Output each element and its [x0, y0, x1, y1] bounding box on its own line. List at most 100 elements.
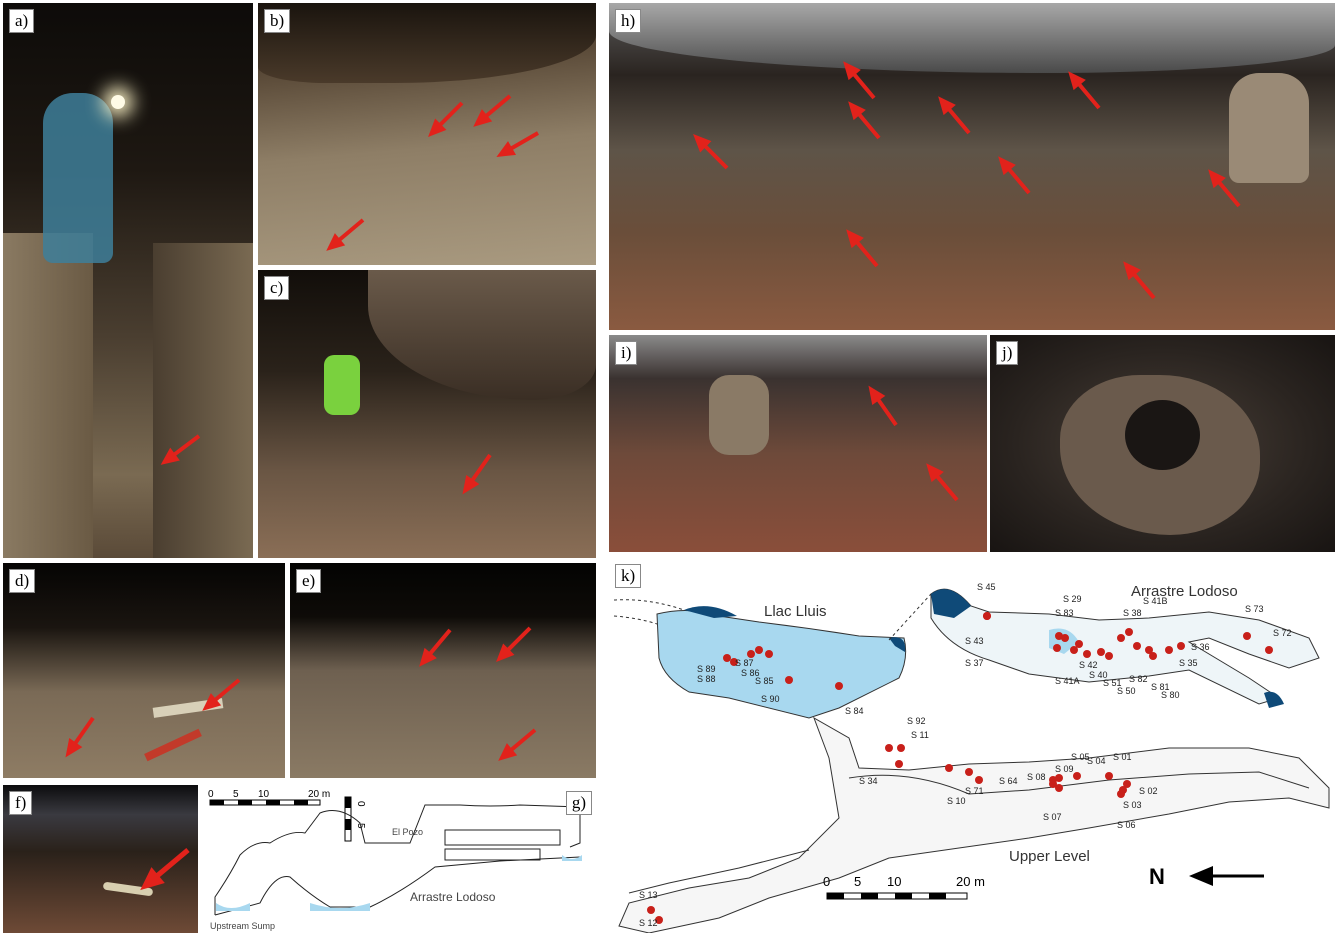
red-arrow: [861, 381, 900, 428]
station-label: S 82: [1129, 674, 1148, 684]
station-label: S 51: [1103, 678, 1122, 688]
headlamp: [111, 95, 125, 109]
scale-tick-label: 5: [233, 789, 239, 800]
station-label: S 06: [1117, 820, 1136, 830]
station-label: S 08: [1027, 772, 1046, 782]
rock-wall-left: [3, 233, 93, 558]
scale-tick-label: 20 m: [308, 789, 330, 800]
station-label: S 84: [845, 706, 864, 716]
station-label: S 83: [1055, 608, 1074, 618]
north-arrow: N: [1149, 864, 1264, 889]
caver-figure: [43, 93, 113, 263]
photo-panel-e: e): [290, 563, 596, 778]
station-dot: [1097, 648, 1105, 656]
station-label: S 40: [1089, 670, 1108, 680]
station-label: S 43: [965, 636, 984, 646]
section-panel-g: 0 5 10 20 m 0 5 El Pozo Arrastre Lodoso …: [200, 785, 596, 933]
photo-panel-i: i): [609, 335, 987, 552]
station-dot: [1177, 642, 1185, 650]
station-dot: [835, 682, 843, 690]
station-dot: [1123, 780, 1131, 788]
station-dot: [975, 776, 983, 784]
station-dot: [897, 744, 905, 752]
caver-figure: [709, 375, 769, 455]
label-upstream-sump: Upstream Sump: [210, 921, 275, 931]
red-arrow: [1062, 66, 1103, 111]
photo-panel-a: a): [3, 3, 253, 558]
station-label: S 71: [965, 786, 984, 796]
red-arrow: [493, 726, 538, 767]
caver-figure: [1229, 73, 1309, 183]
station-dot: [1117, 790, 1125, 798]
station-label: S 41A: [1055, 676, 1080, 686]
station-dot: [1145, 646, 1153, 654]
station-label: S 85: [755, 676, 774, 686]
station-label: S 50: [1117, 686, 1136, 696]
station-label: S 90: [761, 694, 780, 704]
station-dot: [1070, 646, 1078, 654]
station-dot: [647, 906, 655, 914]
station-dot: [895, 760, 903, 768]
scale-tick-label: 10: [887, 874, 901, 889]
red-arrow: [133, 845, 192, 899]
station-dot: [1117, 634, 1125, 642]
station-dot: [755, 646, 763, 654]
photo-panel-h: h): [609, 3, 1335, 330]
red-arrow: [1117, 256, 1158, 301]
station-dot: [723, 654, 731, 662]
panel-label-g: g): [565, 791, 592, 815]
station-label: S 72: [1273, 628, 1292, 638]
photo-panel-c: c): [258, 270, 596, 558]
label-arrastre-lodoso: Arrastre Lodoso: [410, 890, 496, 904]
station-dot: [1165, 646, 1173, 654]
station-label: S 89: [697, 664, 716, 674]
station-dot: [765, 650, 773, 658]
station-label: S 37: [965, 658, 984, 668]
station-dot: [1125, 628, 1133, 636]
scale-tick-label: 10: [258, 789, 270, 800]
red-arrow: [687, 128, 731, 172]
horizontal-scale-bar: 0 5 10 20 m: [208, 789, 330, 806]
station-dot: [1055, 774, 1063, 782]
red-arrow: [197, 676, 242, 717]
scale-pen: [144, 728, 202, 762]
station-label: S 05: [1071, 752, 1090, 762]
station-label: S 12: [639, 918, 658, 928]
vertebral-foramen: [1125, 400, 1200, 470]
station-label: S 41B: [1143, 596, 1168, 606]
photo-panel-j: j): [990, 335, 1335, 552]
station-dot: [1075, 640, 1083, 648]
station-dot: [655, 916, 663, 924]
station-dot: [1053, 644, 1061, 652]
station-dot: [983, 612, 991, 620]
station-label: S 42: [1079, 660, 1098, 670]
photo-panel-f: f): [3, 785, 198, 933]
station-dot: [730, 658, 738, 666]
panel-label-h: h): [615, 9, 642, 33]
station-label: S 07: [1043, 812, 1062, 822]
station-dot: [1243, 632, 1251, 640]
panel-label-d: d): [9, 569, 36, 593]
cave-ceiling: [258, 3, 596, 83]
map-scale-bar: 0 5 10 20 m: [823, 874, 985, 900]
panel-label-b: b): [264, 9, 291, 33]
station-label: S 64: [999, 776, 1018, 786]
station-label: S 92: [907, 716, 926, 726]
station-dot: [1105, 652, 1113, 660]
label-llac-lluis: Llac Lluis: [764, 603, 827, 620]
station-dot: [1055, 784, 1063, 792]
station-label: S 02: [1139, 786, 1158, 796]
panel-label-a: a): [9, 9, 35, 33]
station-label: S 45: [977, 582, 996, 592]
red-arrow: [490, 624, 534, 668]
cave-survey-map: Llac Lluis Arrastre Lodoso Upper Level 0…: [613, 582, 1330, 933]
station-label: S 38: [1123, 608, 1142, 618]
panel-label-f: f): [9, 791, 33, 815]
station-dot: [1105, 772, 1113, 780]
station-dot: [1049, 780, 1057, 788]
station-dot: [1265, 646, 1273, 654]
station-dot: [747, 650, 755, 658]
station-dot: [1133, 642, 1141, 650]
station-label: S 73: [1245, 604, 1264, 614]
